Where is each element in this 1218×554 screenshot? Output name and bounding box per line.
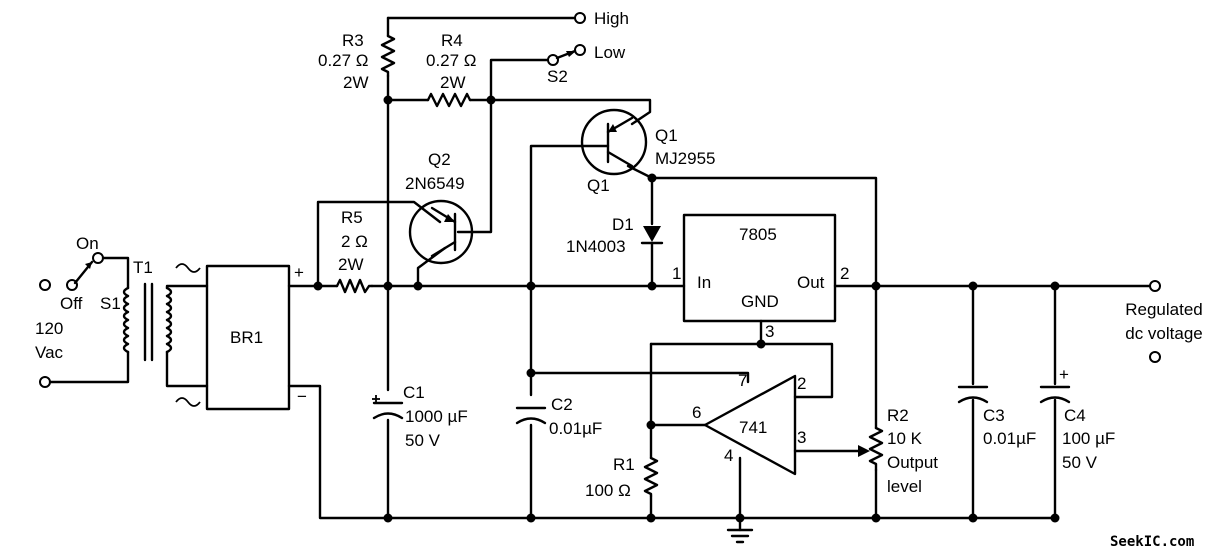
label-pin3: 3 [765,322,774,341]
wiring [287,16,1152,544]
label-out-1: Regulated [1125,300,1203,319]
label-op-pin7: 7 [738,371,747,390]
transistor-q2 [408,199,474,265]
r2-wiper-arrow [858,445,870,457]
label-r2-desc2: level [887,477,922,496]
junction-dots [313,95,1060,523]
transformer-t1 [122,263,209,407]
capacitor-c2 [515,406,547,425]
label-d1-name: D1 [612,215,634,234]
label-plus: + [294,263,304,282]
capacitor-c4 [1039,385,1071,404]
watermark: SeekIC.com [1110,534,1194,550]
label-r5-pow: 2W [338,255,364,274]
label-reg-in: In [697,273,711,292]
mains-input [39,252,130,388]
label-mains-u: Vac [35,343,64,362]
label-low: Low [594,43,626,62]
label-c4-val: 100 µF [1062,429,1115,448]
label-op-pin2: 2 [797,374,806,393]
resistor-r5 [335,278,374,294]
label-r1-name: R1 [613,455,635,474]
label-r3-name: R3 [342,31,364,50]
label-r3-val: 0.27 Ω [318,51,369,70]
label-c1-name: C1 [403,383,425,402]
output-terminals [1149,280,1161,363]
label-r3-pow: 2W [343,73,369,92]
label-mains-v: 120 [35,319,63,338]
label-op-pin6: 6 [692,403,701,422]
label-c4-name: C4 [1064,406,1086,425]
label-r4-name: R4 [441,31,463,50]
label-opamp: 741 [739,418,767,437]
resistor-r1 [643,456,659,498]
label-c2-name: C2 [551,395,573,414]
label-c4-v: 50 V [1062,453,1098,472]
opamp-741 [703,374,797,476]
label-c1-val: 1000 µF [405,407,468,426]
potentiometer-r2 [868,426,884,472]
capacitor-c3 [957,385,989,404]
label-c3-val: 0.01µF [983,429,1036,448]
label-d1-part: 1N4003 [566,237,626,256]
label-c2-val: 0.01µF [549,419,602,438]
label-minus: − [297,387,307,406]
label-reg-out: Out [797,273,825,292]
label-c4-plus: + [1059,365,1069,384]
label-reg-name: 7805 [739,225,777,244]
label-r5-name: R5 [341,208,363,227]
label-q1-part: MJ2955 [655,149,715,168]
label-reg-gnd: GND [741,292,779,311]
label-q1-name: Q1 [655,126,678,145]
label-op-pin4: 4 [724,446,733,465]
transistor-q1 [580,108,648,176]
label-c1-v: 50 V [405,431,441,450]
label-r5-val: 2 Ω [341,232,368,251]
label-s1: S1 [100,294,121,313]
label-r2-desc1: Output [887,453,938,472]
label-r4-val: 0.27 Ω [426,51,477,70]
label-pin1: 1 [672,264,681,283]
label-high: High [594,9,629,28]
switch-s2 [547,12,586,66]
label-s2: S2 [547,67,568,86]
regulator-7805 [682,213,837,323]
label-out-2: dc voltage [1125,324,1203,343]
capacitor-c1 [372,395,404,420]
label-r4-pow: 2W [440,73,466,92]
label-off: Off [60,294,83,313]
label-q2-name: Q2 [428,150,451,169]
label-q2-part: 2N6549 [405,174,465,193]
label-q1-name2: Q1 [587,176,610,195]
label-t1: T1 [133,258,153,277]
resistor-r4 [426,92,472,108]
label-op-pin3: 3 [797,428,806,447]
label-r2-val: 10 K [887,429,923,448]
label-r1-val: 100 Ω [585,481,631,500]
label-r2-name: R2 [887,406,909,425]
label-on: On [76,234,99,253]
diode-d1 [640,226,664,245]
bridge-rectifier-br1 [205,264,291,411]
label-br1: BR1 [230,328,263,347]
resistor-r3 [380,34,396,78]
label-c3-name: C3 [983,406,1005,425]
label-pin2: 2 [840,264,849,283]
